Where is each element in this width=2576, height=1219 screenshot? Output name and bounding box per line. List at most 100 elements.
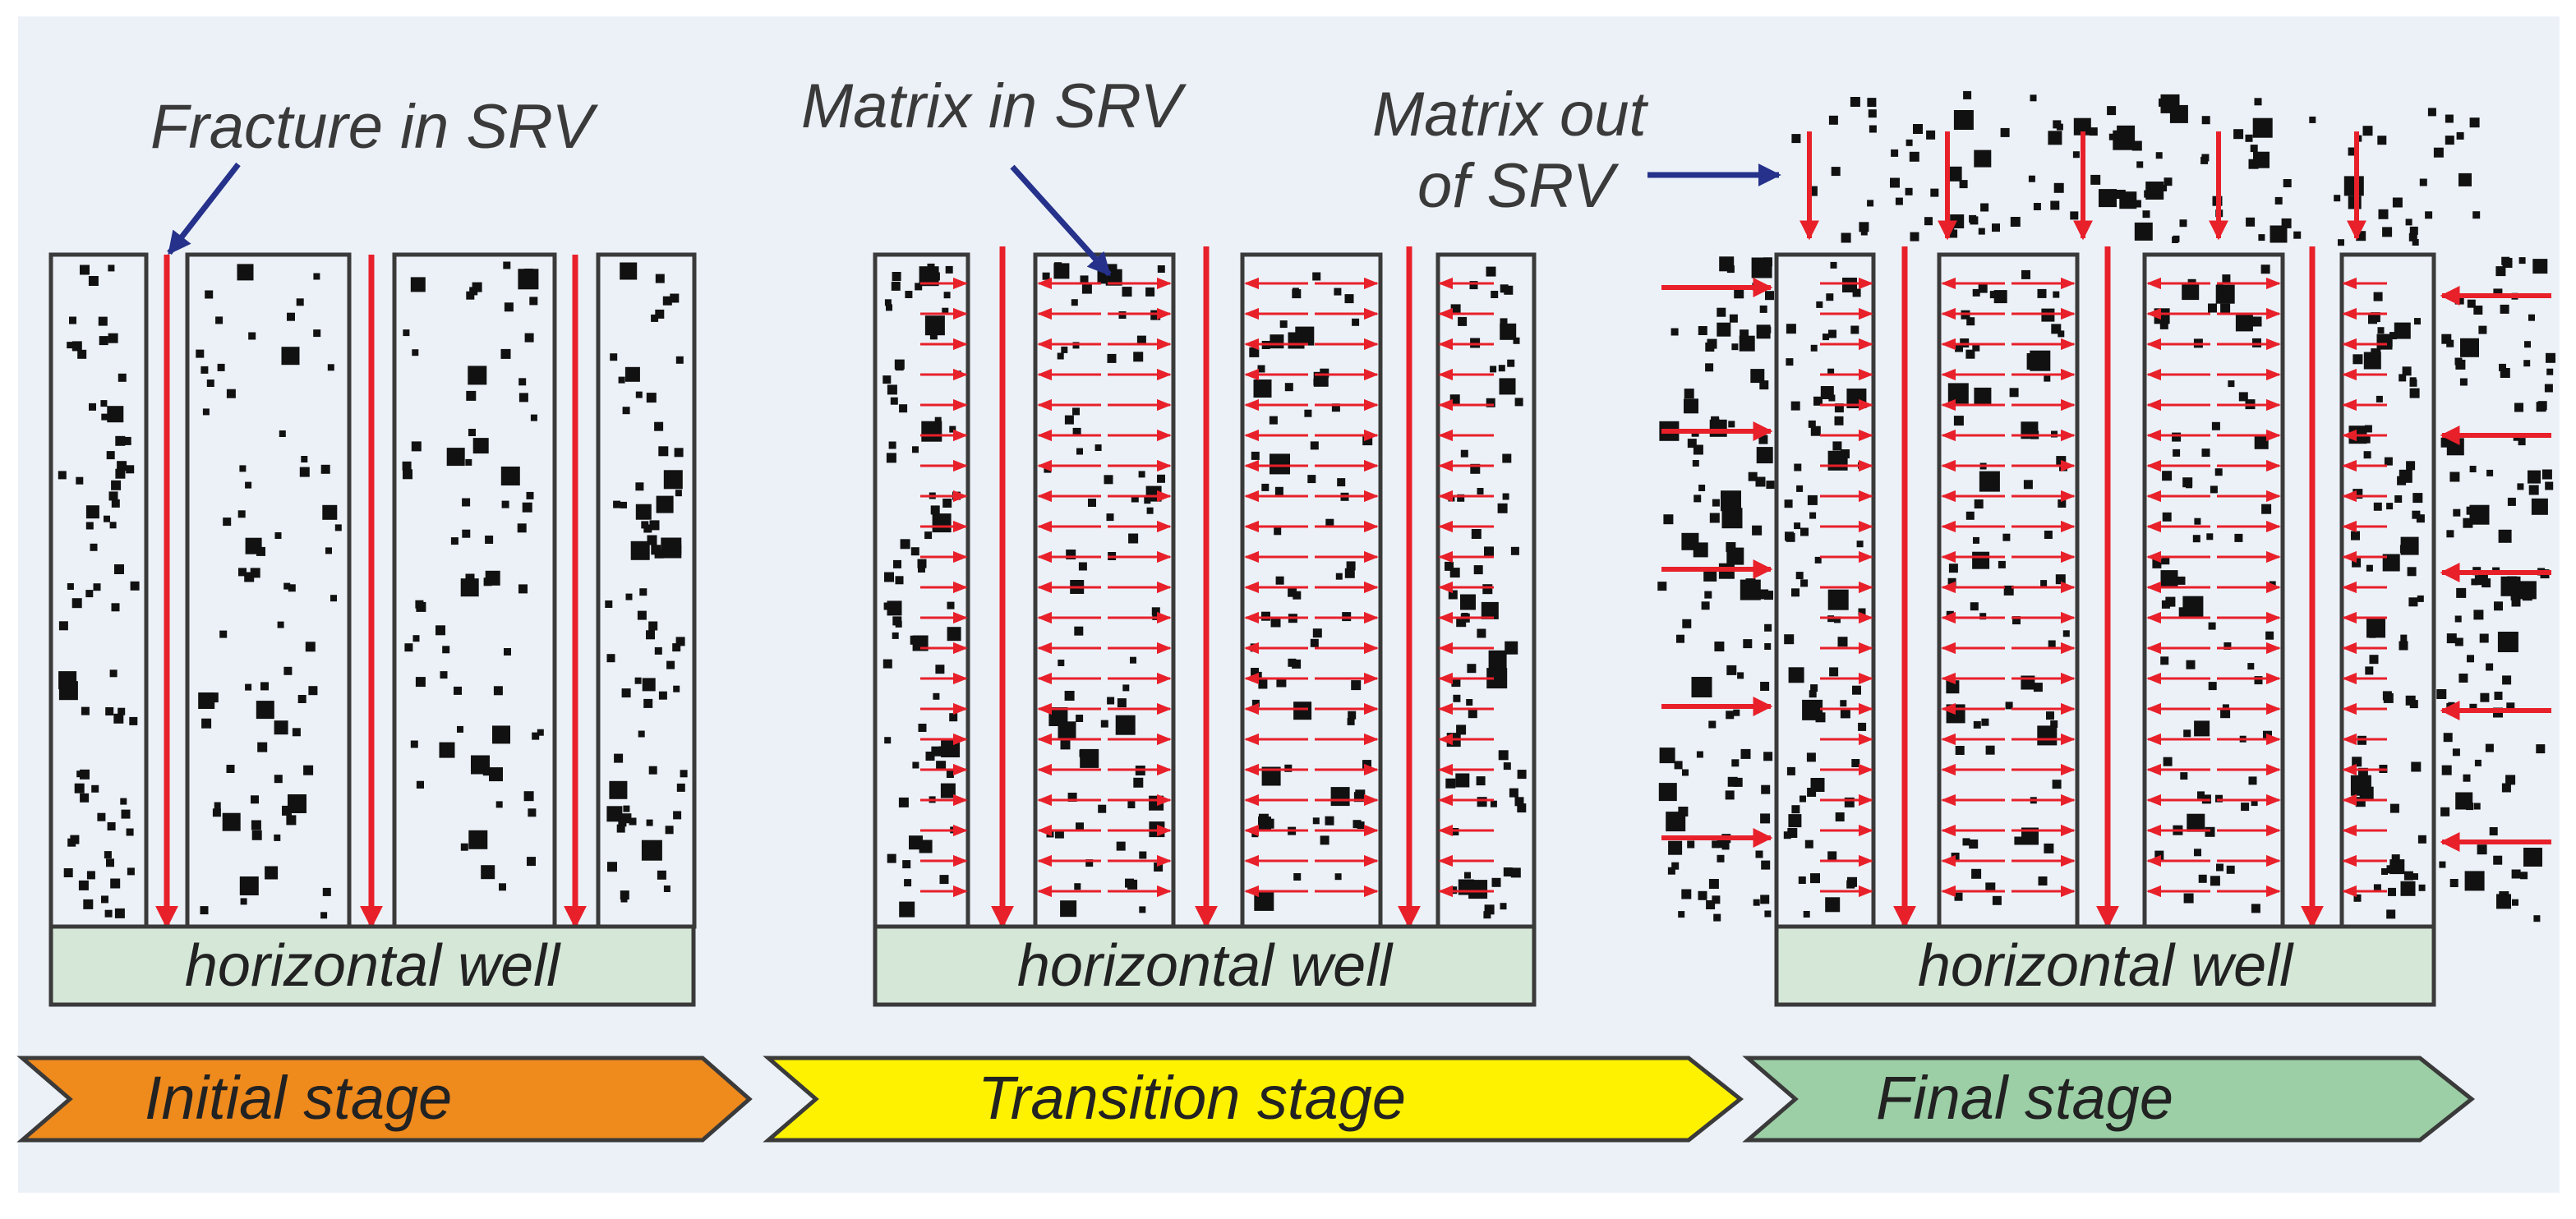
pore: [2456, 131, 2464, 140]
pore: [2283, 179, 2292, 187]
pore: [1254, 890, 1274, 911]
pore: [1947, 383, 1969, 404]
pore: [1731, 759, 1740, 767]
pore: [86, 871, 95, 880]
pore: [2528, 470, 2541, 484]
pore: [2460, 338, 2479, 357]
fractures: [155, 246, 2324, 929]
pore: [892, 272, 901, 281]
pore: [649, 520, 660, 531]
pore: [1106, 513, 1114, 522]
pore: [2172, 237, 2179, 243]
pore: [1764, 643, 1772, 650]
pore: [416, 780, 424, 789]
pore: [58, 681, 78, 701]
pore: [527, 857, 536, 867]
pore: [1122, 684, 1130, 692]
pore: [1832, 441, 1842, 451]
pore: [651, 314, 659, 322]
pore: [2443, 733, 2453, 743]
pore: [2449, 472, 2460, 482]
pore: [1740, 329, 1749, 339]
pore: [658, 691, 667, 700]
pore: [2215, 794, 2223, 803]
pore: [1504, 285, 1514, 295]
pore: [1152, 612, 1160, 620]
pore: [2409, 226, 2418, 235]
pore: [2254, 676, 2263, 685]
pore: [1325, 816, 1334, 826]
pore: [1973, 720, 1981, 729]
matrix-pores: [58, 90, 2555, 922]
pore: [1704, 591, 1712, 599]
pore: [303, 765, 314, 775]
pore: [2053, 182, 2064, 193]
pore: [2037, 725, 2058, 746]
pore: [1985, 882, 1996, 893]
pore: [2454, 615, 2462, 623]
pore: [313, 329, 321, 338]
pore: [1505, 641, 1518, 655]
pore: [1145, 287, 1155, 297]
pore: [1981, 718, 1989, 726]
pore: [1796, 485, 1804, 492]
pore: [1969, 840, 1979, 849]
pore: [288, 584, 296, 592]
pore: [2399, 545, 2408, 554]
pore: [1852, 685, 1861, 695]
pore: [2048, 131, 2062, 145]
pore: [2089, 127, 2098, 136]
pore: [620, 890, 629, 900]
pore: [1682, 769, 1689, 776]
pore: [1486, 398, 1495, 407]
pore: [2499, 363, 2506, 371]
pore: [88, 276, 99, 286]
pore: [940, 783, 956, 798]
pore: [1449, 394, 1460, 405]
pore: [67, 342, 74, 349]
pore: [2014, 836, 2023, 845]
pore: [945, 265, 953, 274]
pore: [662, 296, 672, 306]
pore: [1668, 840, 1683, 855]
pore: [2402, 366, 2412, 376]
pore: [1783, 831, 1791, 840]
pore: [2197, 791, 2205, 799]
pore: [1748, 472, 1758, 481]
pore: [2453, 508, 2461, 517]
pore: [1891, 149, 1899, 157]
pore: [2241, 803, 2250, 812]
pore: [2136, 161, 2144, 168]
pore: [2216, 863, 2223, 872]
pore: [104, 909, 113, 918]
pore: [2046, 711, 2054, 720]
pore: [2090, 174, 2101, 185]
pore: [257, 742, 268, 752]
pore: [2507, 497, 2516, 506]
pore: [1100, 720, 1108, 728]
well-final: horizontal well: [1774, 924, 2436, 1007]
pore: [1355, 789, 1366, 800]
pore: [1737, 672, 1744, 679]
pore: [673, 685, 680, 692]
pore: [1763, 265, 1772, 274]
pore: [1061, 346, 1068, 353]
pore: [410, 740, 418, 748]
pore: [2391, 854, 2400, 863]
pore: [223, 518, 232, 527]
pore: [1834, 403, 1844, 413]
pore: [2474, 575, 2485, 586]
pore: [1691, 677, 1712, 697]
pore: [412, 349, 419, 356]
pore: [1510, 546, 1519, 555]
pore: [1304, 409, 1312, 417]
pore: [282, 805, 292, 816]
pore: [1497, 503, 1508, 513]
pore: [237, 510, 246, 518]
pore: [2359, 786, 2374, 801]
pore: [2056, 456, 2067, 467]
pore: [2482, 578, 2491, 588]
pore: [1138, 471, 1145, 478]
pore: [680, 770, 688, 778]
pore: [2368, 315, 2377, 324]
